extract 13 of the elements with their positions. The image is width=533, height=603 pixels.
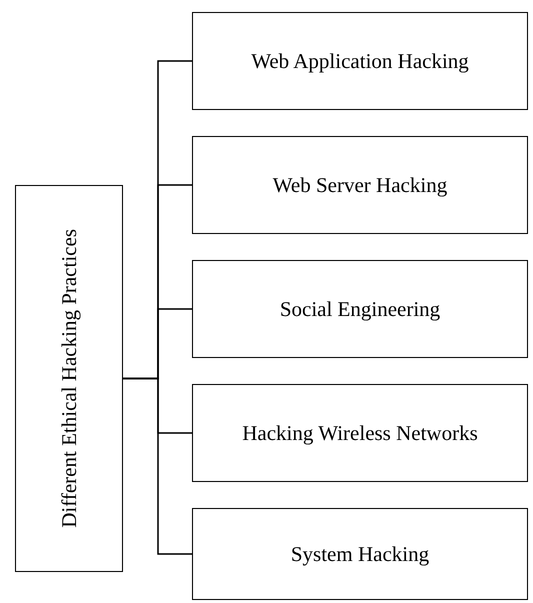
box-label: Different Ethical Hacking Practices <box>56 229 82 528</box>
practice-box <box>192 384 528 482</box>
box-label: Social Engineering <box>278 296 442 322</box>
box-label: Hacking Wireless Networks <box>241 420 479 446</box>
connector-line <box>123 378 192 555</box>
box-label: System Hacking <box>290 540 430 568</box>
practice-box <box>192 12 528 110</box>
practice-box <box>192 508 528 600</box>
box-label: Web Application Hacking <box>250 48 470 74</box>
category-box <box>15 185 123 572</box>
practice-box <box>192 260 528 358</box>
practice-box <box>192 136 528 234</box>
box-label: Web Server Hacking <box>272 172 448 198</box>
